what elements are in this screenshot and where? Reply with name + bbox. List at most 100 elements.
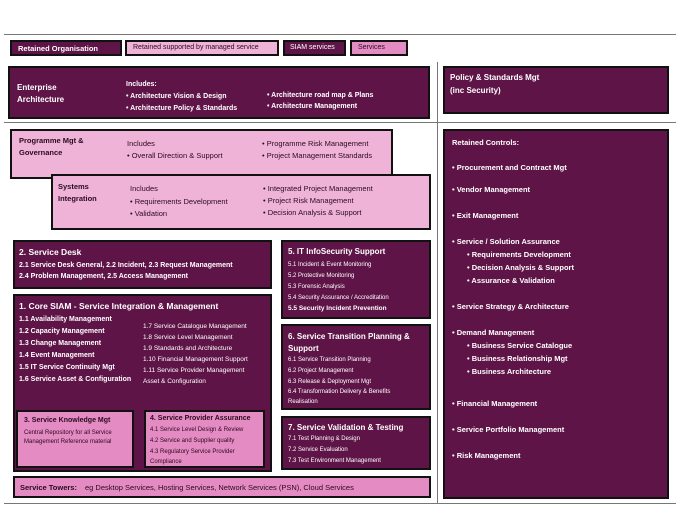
programme-title-2: Governance <box>19 148 63 157</box>
legend-retained-label: Retained Organisation <box>18 44 99 53</box>
legend-retained-managed: Retained supported by managed service <box>125 40 279 56</box>
core-siam-item: 1.9 Standards and Architecture <box>143 345 233 352</box>
provider-item: 4.3 Regulatory Service Provider <box>150 449 235 455</box>
programme-includes: Includes <box>127 139 155 148</box>
policy-line-1: Policy & Standards Mgt <box>450 73 540 82</box>
control-subitem: • Business Service Catalogue <box>467 341 573 350</box>
service-desk-title: 2. Service Desk <box>19 247 82 257</box>
programme-item: • Overall Direction & Support <box>127 151 223 160</box>
service-desk-line-2: 2.4 Problem Management, 2.5 Access Manag… <box>19 273 188 280</box>
provider-item: Compliance <box>150 459 182 465</box>
service-knowledge-box: 3. Service Knowledge Mgt Central Reposit… <box>16 410 134 468</box>
legend-services-label: Services <box>358 44 385 51</box>
knowledge-title: 3. Service Knowledge Mgt <box>24 417 111 424</box>
infosec-title: 5. IT InfoSecurity Support <box>288 247 386 256</box>
towers-text: eg Desktop Services, Hosting Services, N… <box>85 483 354 492</box>
control-item: • Demand Management <box>452 328 535 337</box>
control-subitem: • Requirements Development <box>467 250 571 259</box>
core-siam-item: 1.3 Change Management <box>19 340 102 347</box>
vertical-divider <box>437 62 438 503</box>
enterprise-title-1: Enterprise <box>17 83 57 92</box>
transition-item: 6.3 Release & Deployment Mgt <box>288 379 372 385</box>
enterprise-item: • Architecture Management <box>267 103 358 110</box>
enterprise-item: • Architecture road map & Plans <box>267 92 374 99</box>
towers-label: Service Towers: <box>20 483 77 492</box>
control-item: • Exit Management <box>452 211 519 220</box>
core-siam-item: 1.6 Service Asset & Configuration <box>19 376 132 383</box>
infosecurity-box: 5. IT InfoSecurity Support 5.1 Incident … <box>281 240 431 319</box>
core-siam-item: 1.7 Service Catalogue Management <box>143 323 247 330</box>
programme-governance-box: Programme Mgt & Governance Includes • Ov… <box>10 129 393 179</box>
top-rule <box>4 34 676 35</box>
policy-standards-box: Policy & Standards Mgt (inc Security) <box>443 66 669 114</box>
retained-controls-box: Retained Controls: • Procurement and Con… <box>443 129 669 499</box>
systems-title-1: Systems <box>58 182 89 191</box>
core-siam-item: 1.5 IT Service Continuity Mgt <box>19 364 115 371</box>
systems-item: • Integrated Project Management <box>263 184 373 193</box>
validation-title: 7. Service Validation & Testing <box>288 423 404 432</box>
control-subitem: • Business Architecture <box>467 367 552 376</box>
systems-item: • Validation <box>130 209 168 218</box>
transition-item: 6.4 Transformation Delivery & Benefits <box>288 389 391 395</box>
control-item: • Vendor Management <box>452 185 531 194</box>
systems-title-2: Integration <box>58 194 97 203</box>
systems-item: • Project Risk Management <box>263 196 354 205</box>
enterprise-item: • Architecture Policy & Standards <box>126 105 238 112</box>
legend-retained-managed-label: Retained supported by managed service <box>133 44 259 51</box>
retained-controls-title: Retained Controls: <box>452 138 520 147</box>
enterprise-title-2: Architecture <box>17 95 65 104</box>
enterprise-item: • Architecture Vision & Design <box>126 93 227 100</box>
infosec-item: 5.4 Security Assurance / Accreditation <box>288 295 389 301</box>
control-item: • Procurement and Contract Mgt <box>452 163 567 172</box>
legend-siam-label: SIAM services <box>290 44 335 51</box>
programme-title-1: Programme Mgt & <box>19 136 84 145</box>
core-siam-item: Asset & Configuration <box>143 378 206 385</box>
systems-integration-box: Systems Integration Includes • Requireme… <box>51 174 431 230</box>
transition-title-1: 6. Service Transition Planning & <box>288 332 410 341</box>
service-transition-box: 6. Service Transition Planning & Support… <box>281 324 431 410</box>
control-item: • Service Strategy & Architecture <box>452 302 569 311</box>
transition-item: Realisation <box>288 399 318 405</box>
provider-title: 4. Service Provider Assurance <box>150 415 251 422</box>
bottom-rule <box>4 503 676 504</box>
service-validation-box: 7. Service Validation & Testing 7.1 Test… <box>281 416 431 470</box>
control-subitem: • Decision Analysis & Support <box>467 263 574 272</box>
control-item: • Financial Management <box>452 399 538 408</box>
provider-item: 4.1 Service Level Design & Review <box>150 427 244 433</box>
systems-includes: Includes <box>130 184 158 193</box>
legend-retained: Retained Organisation <box>10 40 122 56</box>
policy-line-2: (inc Security) <box>450 86 501 95</box>
validation-item: 7.1 Test Planning & Design <box>288 436 360 442</box>
transition-item: 6.1 Service Transition Planning <box>288 357 371 363</box>
control-subitem: • Assurance & Validation <box>467 276 555 285</box>
transition-item: 6.2 Project Management <box>288 368 354 374</box>
transition-title-2: Support <box>288 344 319 353</box>
control-item: • Service / Solution Assurance <box>452 237 560 246</box>
infosec-item: 5.2 Protective Monitoring <box>288 273 355 279</box>
control-item: • Risk Management <box>452 451 521 460</box>
enterprise-includes: Includes: <box>126 81 157 88</box>
validation-item: 7.2 Service Evaluation <box>288 447 348 453</box>
systems-item: • Decision Analysis & Support <box>263 208 362 217</box>
core-siam-item: 1.10 Financial Management Support <box>143 356 248 363</box>
service-provider-box: 4. Service Provider Assurance 4.1 Servic… <box>144 410 265 468</box>
control-item: • Service Portfolio Management <box>452 425 565 434</box>
control-subitem: • Business Relationship Mgt <box>467 354 568 363</box>
infosec-item: 5.3 Forensic Analysis <box>288 284 345 290</box>
core-siam-item: 1.4 Event Management <box>19 352 95 359</box>
provider-item: 4.2 Service and Supplier quality <box>150 438 235 444</box>
knowledge-line-1: Central Repository for all Service <box>24 430 112 436</box>
infosec-item: 5.5 Security Incident Prevention <box>288 305 387 312</box>
service-desk-line-1: 2.1 Service Desk General, 2.2 Incident, … <box>19 262 233 269</box>
core-siam-item: 1.8 Service Level Management <box>143 334 233 341</box>
core-siam-item: 1.1 Availability Management <box>19 316 112 323</box>
core-siam-item: 1.11 Service Provider Management <box>143 367 245 374</box>
programme-item: • Project Management Standards <box>262 151 373 160</box>
knowledge-line-2: Management Reference material <box>24 439 112 445</box>
legend-siam: SIAM services <box>283 40 346 56</box>
mid-rule <box>4 122 676 123</box>
infosec-item: 5.1 Incident & Event Monitoring <box>288 262 372 268</box>
programme-item: • Programme Risk Management <box>262 139 369 148</box>
service-towers-box: Service Towers: eg Desktop Services, Hos… <box>13 476 431 498</box>
core-siam-item: 1.2 Capacity Management <box>19 328 105 335</box>
